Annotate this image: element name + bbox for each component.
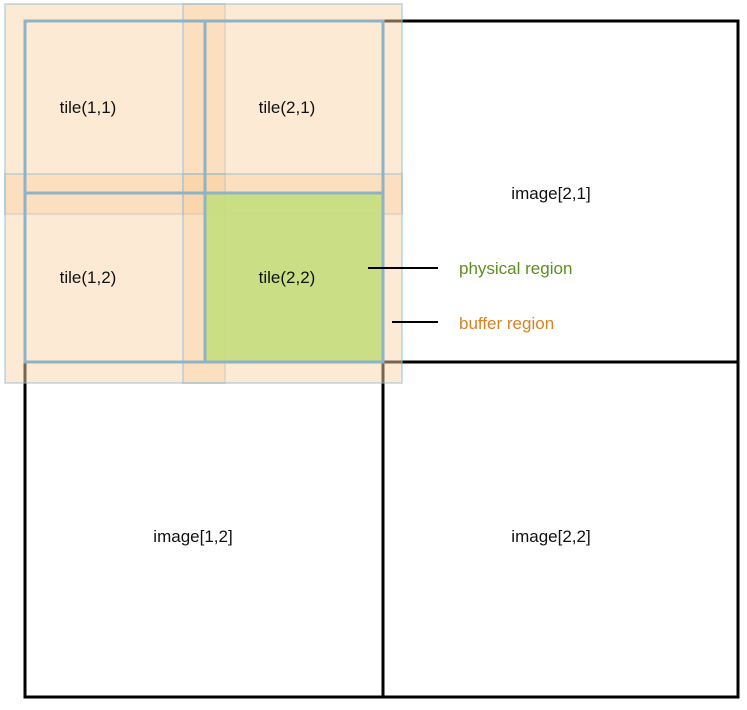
image-2-1-label: image[2,1]: [511, 184, 590, 203]
buffer-region-label: buffer region: [459, 314, 554, 333]
image-2-2-label: image[2,2]: [511, 527, 590, 546]
physical-region-label: physical region: [459, 259, 572, 278]
tile-2-1-label: tile(2,1): [259, 98, 316, 117]
tile-physical-borders: [23, 19, 385, 364]
image-1-2-label: image[1,2]: [153, 527, 232, 546]
tile-1-1-label: tile(1,1): [60, 98, 117, 117]
tile-2-2-physical-border: [203, 191, 385, 364]
tile-1-2-label: tile(1,2): [60, 268, 117, 287]
tile-1-1-buffer: [4, 3, 226, 215]
tile-2-2-physical-region: [205, 193, 383, 362]
tile-2-2-label: tile(2,2): [259, 268, 316, 287]
image-2-2-border: [381, 360, 740, 699]
